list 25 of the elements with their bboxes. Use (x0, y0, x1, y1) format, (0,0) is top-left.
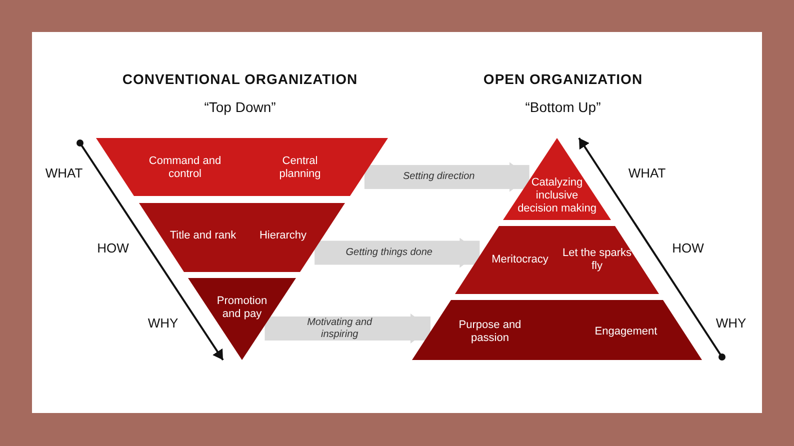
heading: CONVENTIONAL ORGANIZATION (122, 71, 358, 87)
tier-label: Command and control (148, 155, 222, 181)
subheading: “Bottom Up” (525, 99, 601, 115)
tier-label: Hierarchy (258, 230, 308, 242)
tier-label: Purpose and passion (458, 319, 522, 345)
axis-label: WHY (148, 316, 178, 330)
axis-label: WHY (716, 316, 746, 330)
edge-label: Getting things done (344, 246, 434, 259)
tier-label: Central planning (278, 155, 322, 181)
edge-label: Setting direction (402, 171, 476, 183)
edge-label: Motivating and inspiring (306, 316, 374, 340)
tier-label: Catalyzing inclusive decision making (517, 176, 597, 216)
axis-label: WHAT (45, 166, 83, 180)
subheading: “Top Down” (204, 99, 276, 115)
tier-label: Engagement (594, 326, 658, 338)
heading: OPEN ORGANIZATION (483, 71, 643, 87)
axis-label: HOW (97, 240, 129, 256)
axis-label: HOW (672, 240, 704, 256)
arrow (364, 162, 530, 192)
axis-label: WHAT (628, 166, 666, 180)
tier-label: Promotion and pay (216, 295, 268, 321)
tier-label: Meritocracy (490, 254, 550, 266)
arrow (314, 238, 480, 268)
tier-label: Let the sparks fly (562, 247, 632, 273)
tier-label: Title and rank (168, 230, 238, 242)
